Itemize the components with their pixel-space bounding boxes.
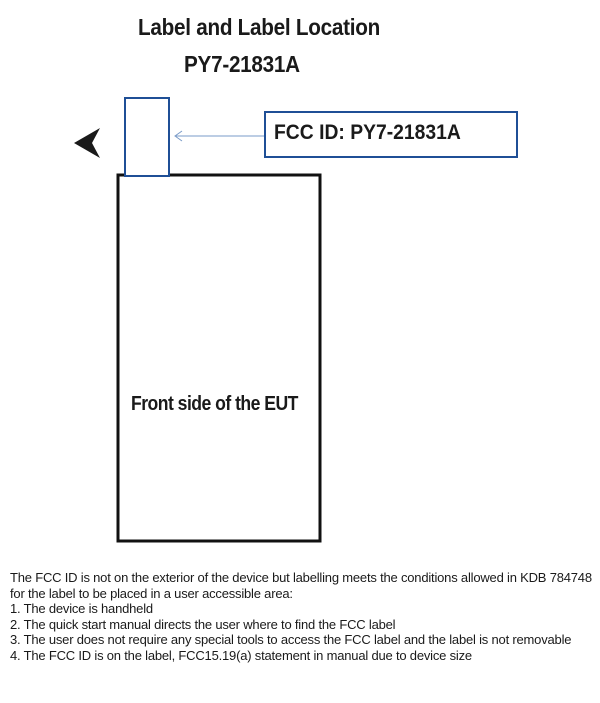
list-item: 3The user does not require any special t… [10,632,595,648]
list-item: 1The device is handheld [10,601,595,617]
list-item: 2The quick start manual directs the user… [10,617,595,633]
label-location-diagram [74,97,518,543]
eut-front-side-label: Front side of the EUT [131,393,298,415]
fcc-id-label-text: FCC ID: PY7-21831A [274,121,461,144]
callout-arrowhead-icon [174,130,183,142]
device-outline [116,173,322,543]
page-subtitle-model: PY7-21831A [184,51,300,77]
list-item: 4The FCC ID is on the label, FCC15.19(a)… [10,648,595,664]
page-title: Label and Label Location [138,14,380,40]
fcc-id-box [264,111,518,158]
conditions-list: 1The device is handheld 2The quick start… [10,601,595,663]
compliance-note: The FCC ID is not on the exterior of the… [10,570,595,663]
pointer-arrowhead-icon [74,128,100,158]
note-intro: The FCC ID is not on the exterior of the… [10,570,592,601]
label-location-box [124,97,170,177]
